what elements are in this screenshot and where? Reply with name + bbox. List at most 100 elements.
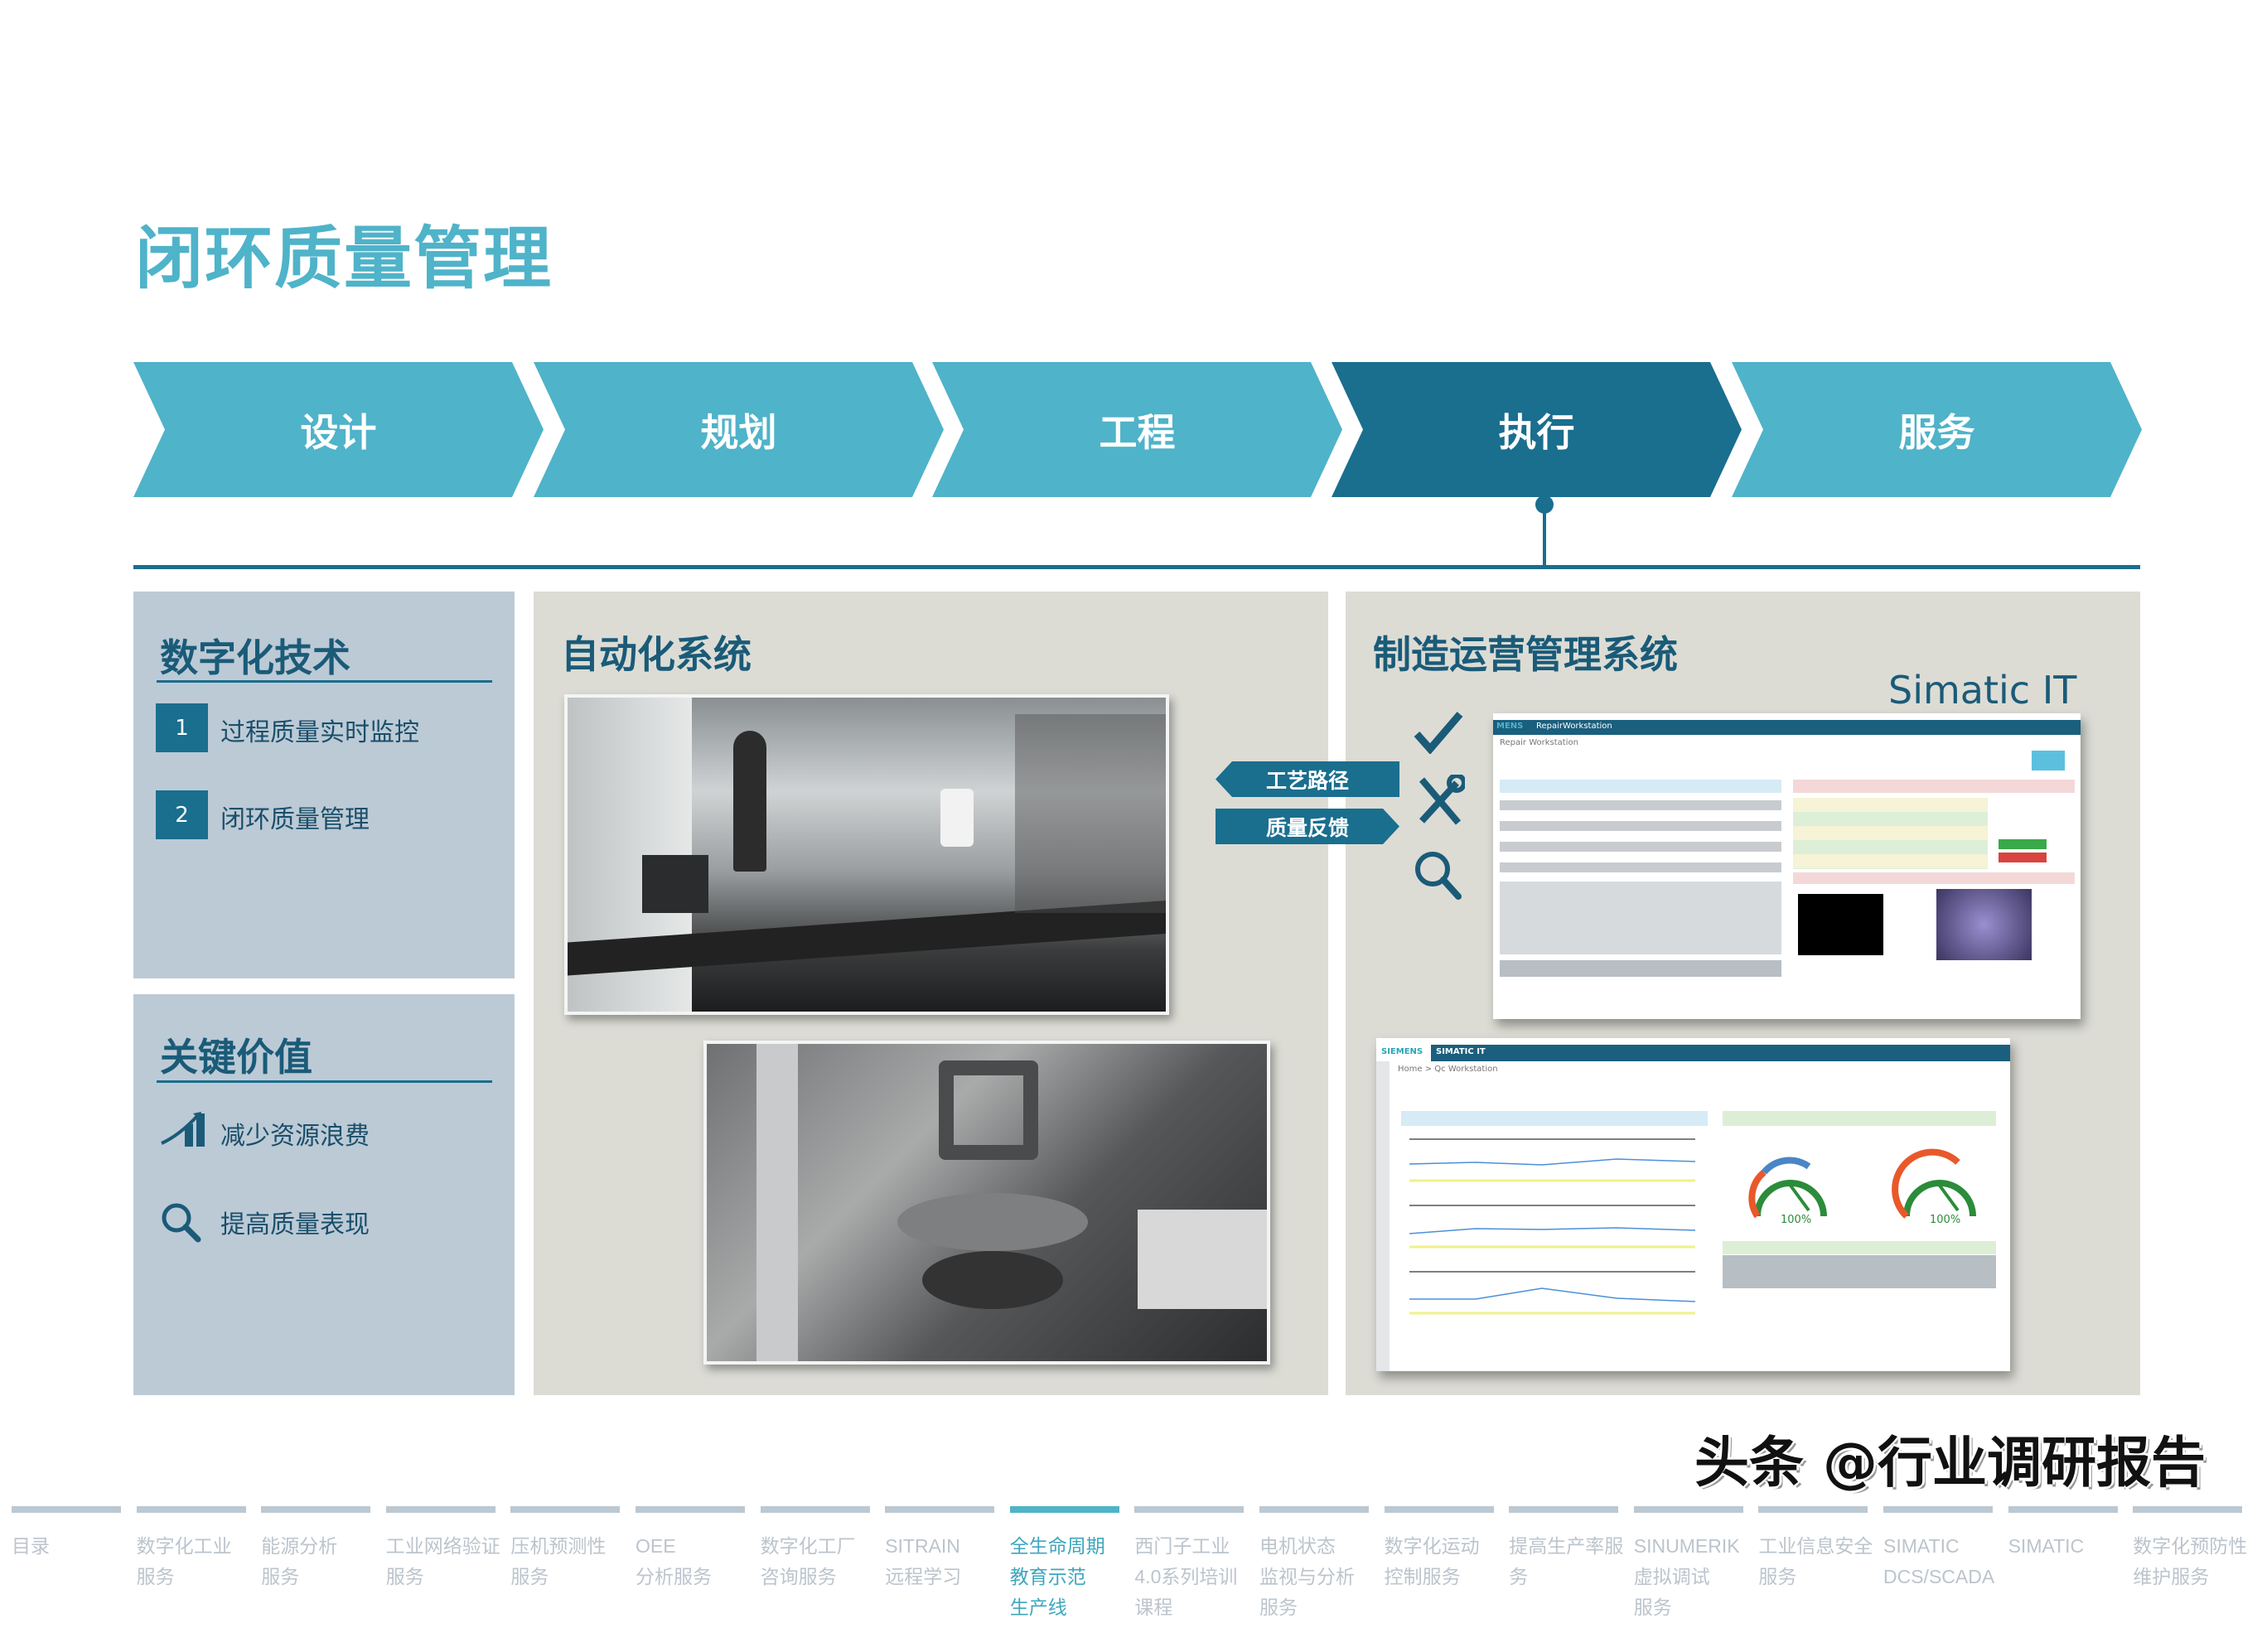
nav-item-bar [636, 1506, 745, 1513]
key-value-panel: 关键价值 减少资源浪费 提高质量表现 [133, 994, 515, 1395]
process-step-1[interactable]: 设计 [133, 362, 544, 497]
item-number: 2 [156, 790, 208, 839]
nav-item-bar [760, 1506, 870, 1513]
process-step-label: 规划 [700, 409, 777, 455]
checkmark-icon [1414, 712, 1463, 754]
gauge-icons [1748, 1148, 1976, 1219]
qc-workstation-screenshot: SIEMENS SIMATIC IT Home > Qc Workstation… [1376, 1038, 2010, 1371]
nav-item[interactable]: OEE 分析服务 [636, 1506, 758, 1592]
process-route-tag: 工艺路径 [1216, 761, 1399, 797]
nav-item[interactable]: 压机预测性 服务 [510, 1506, 633, 1592]
growth-chart-icon [160, 1112, 205, 1147]
nav-item[interactable]: 工业信息安全 服务 [1758, 1506, 1881, 1592]
screen-brand: MENS [1496, 722, 1524, 731]
nav-item[interactable]: 提高生产率服 务 [1509, 1506, 1631, 1592]
process-step-4[interactable]: 执行 [1332, 362, 1742, 497]
digital-tech-item: 过程质量实时监控 [220, 718, 419, 747]
nav-item-label: 西门子工业 4.0系列培训 课程 [1134, 1535, 1238, 1618]
nav-item-label: SIMATIC [2008, 1535, 2085, 1557]
nav-item-label: 全生命周期 教育示范 生产线 [1009, 1535, 1105, 1618]
process-step-label: 执行 [1498, 409, 1575, 455]
nav-item[interactable]: 全生命周期 教育示范 生产线 [1009, 1506, 1133, 1623]
process-step-5[interactable]: 服务 [1732, 362, 2142, 497]
nav-item-label: 数字化运动 控制服务 [1384, 1535, 1480, 1587]
page-title: 闭环质量管理 [135, 220, 553, 298]
screen-app-name: SIMATIC IT [1436, 1047, 1486, 1056]
nav-item-bar [885, 1506, 995, 1513]
nav-item-label: SINUMERIK 虚拟调试 服务 [1633, 1535, 1740, 1618]
key-value-heading: 关键价值 [160, 1035, 312, 1080]
nav-item[interactable]: 目录 [12, 1506, 134, 1562]
search-icon [1415, 852, 1462, 900]
active-step-connector [1543, 504, 1546, 567]
nav-item-bar [1134, 1506, 1245, 1513]
nav-item-label: 数字化预防性 维护服务 [2133, 1535, 2248, 1587]
nav-item-bar [12, 1506, 121, 1513]
process-step-2[interactable]: 规划 [534, 362, 944, 497]
gauge-value: 100% [1781, 1214, 1812, 1226]
nav-item-bar [1509, 1506, 1619, 1513]
digital-tech-panel: 数字化技术 1 过程质量实时监控 2 闭环质量管理 [133, 592, 515, 978]
digital-tech-heading: 数字化技术 [160, 635, 350, 680]
nav-item-label: 工业信息安全 服务 [1758, 1535, 1873, 1587]
gauge-value: 100% [1930, 1214, 1961, 1226]
nav-item-bar [1758, 1506, 1868, 1513]
screen-breadcrumb: Home > Qc Workstation [1398, 1065, 1498, 1074]
nav-item[interactable]: SIMATIC DCS/SCADA [1883, 1506, 2006, 1592]
nav-item-label: SIMATIC DCS/SCADA [1883, 1535, 1995, 1587]
nav-item-label: 提高生产率服 务 [1509, 1535, 1624, 1587]
watermark: 头条 @行业调研报告 [1694, 1431, 2206, 1495]
process-step-label: 设计 [300, 409, 377, 455]
nav-item-bar [1259, 1506, 1369, 1513]
nav-item[interactable]: 工业网络验证 服务 [385, 1506, 509, 1592]
process-step-label: 服务 [1898, 409, 1975, 455]
nav-item[interactable]: 电机状态 监视与分析 服务 [1259, 1506, 1382, 1623]
repair-workstation-screenshot: MENS RepairWorkstation Repair Workstatio… [1493, 713, 2081, 1019]
nav-item[interactable]: 西门子工业 4.0系列培训 课程 [1134, 1506, 1257, 1623]
digital-tech-item: 闭环质量管理 [220, 805, 370, 834]
screen-page-title: Repair Workstation [1500, 738, 1578, 747]
nav-item-label: SITRAIN 远程学习 [885, 1535, 962, 1587]
nav-item[interactable]: 能源分析 服务 [261, 1506, 384, 1592]
nav-item-bar [136, 1506, 246, 1513]
automation-photo-gripper [703, 1041, 1270, 1365]
nav-item-bar [1009, 1506, 1119, 1513]
nav-item[interactable]: SINUMERIK 虚拟调试 服务 [1633, 1506, 1757, 1623]
nav-item-label: 工业网络验证 服务 [385, 1535, 500, 1587]
nav-item-label: 压机预测性 服务 [510, 1535, 607, 1587]
timeline-divider [133, 565, 2140, 569]
mom-heading: 制造运营管理系统 [1373, 632, 1678, 677]
nav-item-bar [261, 1506, 371, 1513]
active-step-marker [1535, 495, 1554, 514]
nav-item[interactable]: 数字化工业 服务 [136, 1506, 259, 1592]
nav-item-label: 能源分析 服务 [261, 1535, 338, 1587]
nav-item[interactable]: SIMATIC [2008, 1506, 2131, 1562]
tools-icon [1419, 775, 1465, 825]
nav-item-label: 数字化工厂 咨询服务 [760, 1535, 856, 1587]
nav-item-bar [1633, 1506, 1743, 1513]
nav-item[interactable]: 数字化工厂 咨询服务 [760, 1506, 883, 1592]
nav-item-bar [1384, 1506, 1494, 1513]
screen-brand: SIEMENS [1381, 1047, 1423, 1056]
nav-item-bar [1883, 1506, 1993, 1513]
trend-charts [1409, 1138, 1696, 1315]
key-value-item: 减少资源浪费 [220, 1122, 370, 1151]
process-step-3[interactable]: 工程 [932, 362, 1342, 497]
nav-item-label: 数字化工业 服务 [136, 1535, 232, 1587]
automation-photo-production-line [564, 694, 1169, 1015]
screen-app-name: RepairWorkstation [1536, 722, 1612, 731]
nav-item[interactable]: SITRAIN 远程学习 [885, 1506, 1008, 1592]
nav-item-bar [510, 1506, 621, 1513]
nav-item-bar [2008, 1506, 2118, 1513]
automation-heading: 自动化系统 [561, 632, 752, 677]
search-icon [162, 1203, 201, 1243]
quality-feedback-tag: 质量反馈 [1216, 809, 1399, 844]
nav-item-bar [2133, 1506, 2243, 1513]
item-number: 1 [156, 703, 208, 752]
nav-item-bar [385, 1506, 495, 1513]
nav-item[interactable]: 数字化预防性 维护服务 [2133, 1506, 2255, 1592]
nav-item-label: 电机状态 监视与分析 服务 [1259, 1535, 1355, 1618]
nav-item[interactable]: 数字化运动 控制服务 [1384, 1506, 1507, 1592]
key-value-item: 提高质量表现 [220, 1210, 370, 1239]
heading-underline [157, 680, 492, 683]
